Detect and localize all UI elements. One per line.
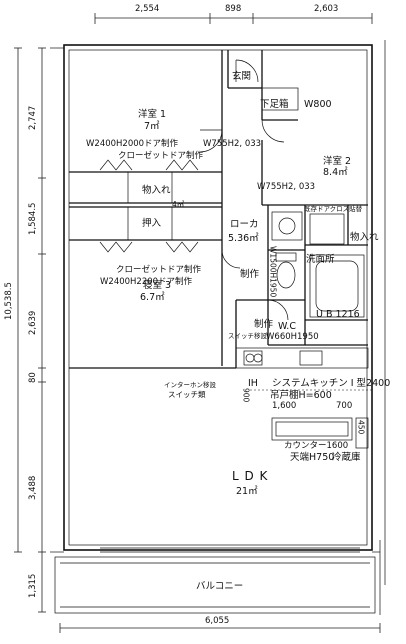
label-monoire2: 物入れ: [350, 232, 379, 243]
label-roka: ローカ: [230, 219, 259, 230]
label-seisaku1: 制作: [240, 269, 260, 280]
label-door-note1: W2400H2000ドア制作: [86, 139, 179, 149]
dim-left-1: 2,747: [28, 105, 38, 130]
label-w1500: W1500H1950: [268, 246, 278, 298]
label-kitchen1: システムキッチン I 型2400: [272, 378, 391, 389]
dim-left-6: 1,315: [28, 573, 38, 598]
label-w755-a: W755H2, 033: [203, 139, 262, 149]
label-switch-move: スイッチ移設: [228, 332, 267, 340]
dim-left-3: 2,639: [28, 310, 38, 335]
dim-top-2: 898: [225, 4, 242, 14]
label-reizoko: 冷蔵庫: [332, 452, 361, 463]
label-counter2: 天端H750: [290, 452, 335, 463]
label-monoire1: 物入れ: [142, 185, 171, 196]
dim-left-2: 1,584.5: [28, 202, 38, 235]
label-kizon-door: 既存ドアクロス貼替: [304, 205, 363, 213]
label-ih: IH: [248, 378, 258, 389]
label-genkan: 玄関: [232, 71, 252, 82]
label-w755-b: W755H2, 033: [257, 182, 316, 192]
label-oshiire: 押入: [142, 218, 162, 229]
dim-inner-1600: 1,600: [272, 401, 297, 411]
label-senmenjo: 洗面所: [306, 254, 335, 265]
label-kitchen2: 吊戸棚H=600: [270, 390, 332, 401]
label-yoshitsu2-area: 8.4㎡: [323, 167, 348, 178]
label-intercom1: インターホン移設: [164, 381, 216, 389]
label-w660: W660H1950: [266, 332, 319, 342]
dim-left-4: 80: [28, 372, 38, 383]
label-roka-area: 5.36㎡: [228, 233, 259, 244]
dim-inner-450: 450: [356, 420, 366, 435]
label-ldk: L D K: [232, 469, 269, 483]
label-yoshitsu1: 洋室 1: [138, 109, 167, 120]
dim-inner-900: 900: [241, 388, 251, 403]
label-ldk-area: 21㎡: [236, 486, 258, 497]
label-wc: W.C: [278, 321, 296, 332]
label-monoire1-area: 4㎡: [172, 200, 185, 209]
label-intercom2: スイッチ類: [168, 390, 206, 399]
dim-inner-700: 700: [336, 401, 353, 411]
dim-top-1: 2,554: [135, 4, 160, 14]
label-yoshitsu2: 洋室 2: [323, 156, 352, 167]
label-door-note2: W2400H2200ドア制作: [100, 277, 193, 287]
dim-top-3: 2,603: [314, 4, 339, 14]
dim-left-total: 10,538.5: [4, 282, 14, 320]
label-w800: W800: [304, 99, 332, 110]
label-ub: U B 1216: [316, 309, 360, 320]
dim-bottom-total: 6,055: [205, 616, 230, 626]
dim-left-5: 3,488: [28, 475, 38, 500]
label-counter1: カウンター1600: [284, 441, 349, 451]
label-seisaku2: 制作: [254, 319, 274, 330]
label-closet-note1: クローゼットドア制作: [118, 151, 204, 161]
label-yoshitsu1-area: 7㎡: [144, 121, 160, 132]
label-shinshitsu3: 寝室 3: [143, 280, 172, 291]
label-closet-note2: クローゼットドア制作: [116, 265, 202, 275]
label-balcony: バルコニー: [196, 581, 244, 592]
label-shinshitsu3-area: 6.7㎡: [140, 292, 165, 303]
label-shitabako: 下足箱: [260, 99, 289, 110]
